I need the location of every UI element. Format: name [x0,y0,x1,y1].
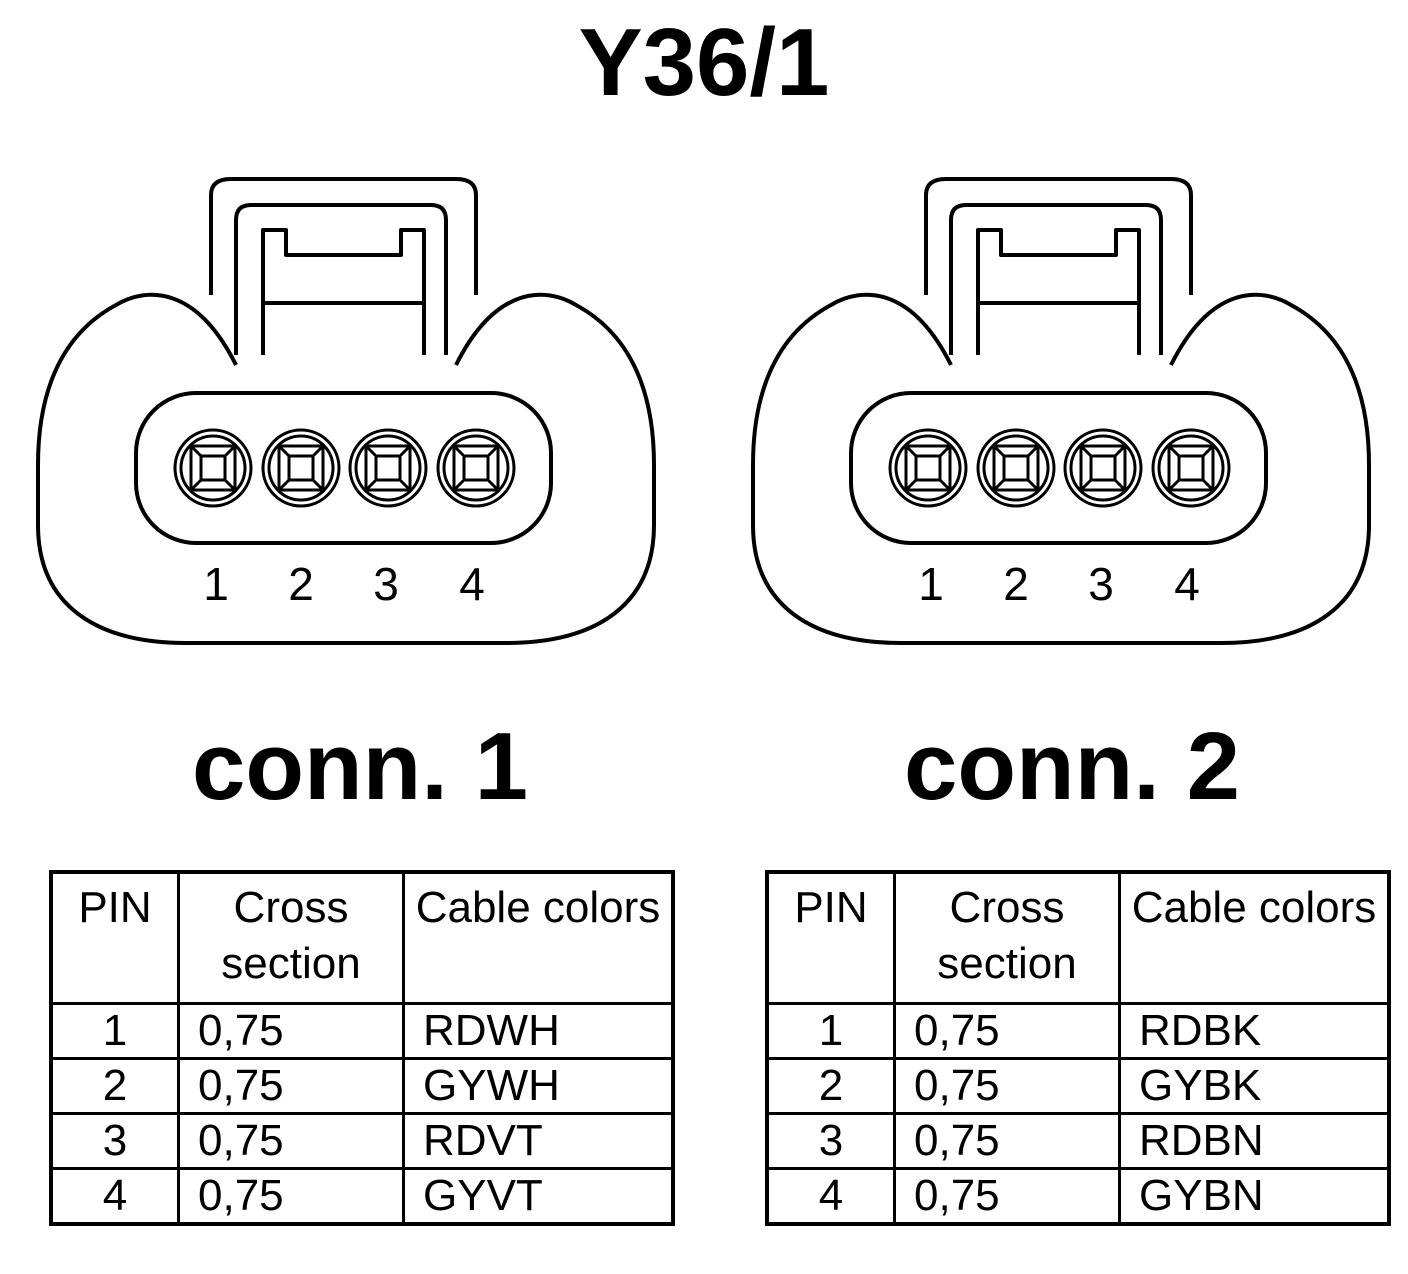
pin-cavities [173,428,516,508]
cell-cross-section: 0,75 [177,1002,405,1060]
connector-2-pin-table: PIN Cross section Cable colors 1 0,75 RD… [765,870,1391,1226]
cell-cross-section: 0,75 [893,1167,1121,1226]
pin-window [134,391,553,545]
cell-pin: 2 [765,1057,896,1115]
cell-pin: 4 [765,1167,896,1226]
table-row: 1 0,75 RDWH [49,1002,675,1060]
connector-1-label: conn. 1 [191,713,529,820]
pin-number-4: 4 [1174,558,1200,610]
cell-cross-section: 0,75 [893,1057,1121,1115]
pin-cavity-4 [436,428,516,508]
pin-number-4: 4 [459,558,485,610]
diagram-title: Y36/1 [578,9,830,116]
table-header-row: PIN Cross section Cable colors [49,870,675,1005]
header-pin: PIN [765,870,896,1005]
pin-number-1: 1 [918,558,944,610]
pin-cavities [888,428,1231,508]
pin-number-3: 3 [373,558,399,610]
table-row: 1 0,75 RDBK [765,1002,1391,1060]
cell-cable-color: RDBN [1118,1112,1391,1170]
cell-pin: 3 [765,1112,896,1170]
table-row: 4 0,75 GYVT [49,1167,675,1226]
table-row: 3 0,75 RDBN [765,1112,1391,1170]
cell-pin: 1 [49,1002,180,1060]
cell-cable-color: GYBN [1118,1167,1391,1226]
connector-latch [924,177,1193,295]
header-cable-colors: Cable colors [402,870,675,1005]
pin-cavity-2 [976,428,1056,508]
header-cable-colors: Cable colors [1118,870,1391,1005]
cell-cross-section: 0,75 [177,1057,405,1115]
pin-number-3: 3 [1088,558,1114,610]
connector-2-label: conn. 2 [903,713,1241,820]
pin-number-2: 2 [1003,558,1029,610]
cell-pin: 2 [49,1057,180,1115]
header-pin: PIN [49,870,180,1005]
cell-pin: 1 [765,1002,896,1060]
table-row: 4 0,75 GYBN [765,1167,1391,1226]
cell-cross-section: 0,75 [177,1167,405,1226]
cell-cross-section: 0,75 [177,1112,405,1170]
cell-cross-section: 0,75 [893,1002,1121,1060]
pin-cavity-2 [261,428,341,508]
cell-cable-color: RDBK [1118,1002,1391,1060]
pin-window [849,391,1268,545]
cell-cable-color: GYWH [402,1057,675,1115]
pin-cavity-4 [1151,428,1231,508]
table-header-row: PIN Cross section Cable colors [765,870,1391,1005]
cell-cable-color: RDWH [402,1002,675,1060]
cell-pin: 3 [49,1112,180,1170]
pin-number-2: 2 [288,558,314,610]
pin-cavity-3 [1063,428,1143,508]
connector-housing [751,292,1371,645]
header-cross-section: Cross section [893,870,1121,1005]
connector-housing [36,292,656,645]
pin-cavity-1 [888,428,968,508]
pin-cavity-3 [348,428,428,508]
connector-latch [209,177,478,295]
table-row: 2 0,75 GYWH [49,1057,675,1115]
cell-cable-color: GYBK [1118,1057,1391,1115]
table-row: 3 0,75 RDVT [49,1112,675,1170]
cell-cable-color: RDVT [402,1112,675,1170]
table-row: 2 0,75 GYBK [765,1057,1391,1115]
cell-cable-color: GYVT [402,1167,675,1226]
header-cross-section: Cross section [177,870,405,1005]
connector-2-drawing: 1 2 3 4 [751,177,1371,645]
pin-number-1: 1 [203,558,229,610]
cell-pin: 4 [49,1167,180,1226]
connector-1-drawing: 1 2 3 4 [36,177,656,645]
pin-cavity-1 [173,428,253,508]
cell-cross-section: 0,75 [893,1112,1121,1170]
connector-1-pin-table: PIN Cross section Cable colors 1 0,75 RD… [49,870,675,1226]
